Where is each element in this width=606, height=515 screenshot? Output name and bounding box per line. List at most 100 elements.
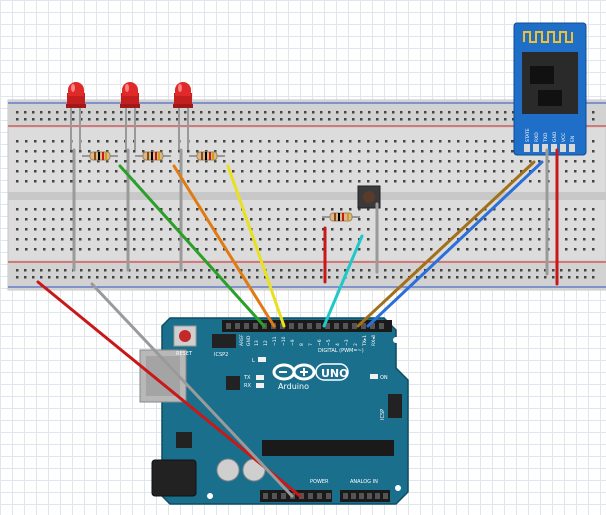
breadboard-hole xyxy=(64,118,67,121)
reset-button[interactable] xyxy=(179,330,191,342)
breadboard-hole xyxy=(56,269,59,272)
breadboard-hole xyxy=(115,180,118,183)
digital-pin-label: 2 xyxy=(353,343,359,346)
breadboard-hole xyxy=(169,248,172,251)
breadboard-hole xyxy=(536,269,539,272)
breadboard-hole xyxy=(64,276,67,279)
breadboard-hole xyxy=(72,111,75,114)
breadboard-hole xyxy=(48,111,51,114)
breadboard-hole xyxy=(385,218,388,221)
breadboard-hole xyxy=(268,218,271,221)
breadboard-hole xyxy=(160,150,163,153)
breadboard-hole xyxy=(352,111,355,114)
tx-label: TX xyxy=(243,375,251,381)
breadboard-hole xyxy=(64,111,67,114)
digital-pin-label: ~11 xyxy=(272,336,278,346)
resistor xyxy=(82,151,118,161)
breadboard-hole xyxy=(466,170,469,173)
breadboard-hole xyxy=(142,208,145,211)
bt-pin-label: VCC xyxy=(561,133,567,142)
icsp-header xyxy=(388,394,402,418)
breadboard-hole xyxy=(502,238,505,241)
breadboard-hole xyxy=(448,150,451,153)
breadboard-hole xyxy=(224,111,227,114)
breadboard-hole xyxy=(529,238,532,241)
breadboard-hole xyxy=(367,208,370,211)
breadboard-hole xyxy=(502,160,505,163)
breadboard-hole xyxy=(250,238,253,241)
breadboard-hole xyxy=(412,140,415,143)
breadboard-hole xyxy=(484,228,487,231)
breadboard-hole xyxy=(16,218,19,221)
breadboard-hole xyxy=(520,228,523,231)
breadboard-hole xyxy=(313,228,316,231)
breadboard-hole xyxy=(32,111,35,114)
breadboard-hole xyxy=(52,208,55,211)
breadboard-hole xyxy=(328,269,331,272)
breadboard-hole xyxy=(112,118,115,121)
breadboard-hole xyxy=(97,160,100,163)
breadboard-hole xyxy=(72,118,75,121)
breadboard-hole xyxy=(208,118,211,121)
breadboard-hole xyxy=(160,140,163,143)
breadboard-hole xyxy=(32,269,35,272)
breadboard-hole xyxy=(592,276,595,279)
breadboard-hole xyxy=(416,111,419,114)
breadboard-hole xyxy=(496,269,499,272)
breadboard-hole xyxy=(32,118,35,121)
breadboard-hole xyxy=(592,140,595,143)
breadboard-hole xyxy=(104,276,107,279)
icsp-label: ICSP xyxy=(380,409,386,420)
breadboard-hole xyxy=(336,118,339,121)
breadboard-hole xyxy=(295,180,298,183)
breadboard-hole xyxy=(259,208,262,211)
breadboard-hole xyxy=(385,160,388,163)
breadboard-hole xyxy=(286,248,289,251)
breadboard-hole xyxy=(196,140,199,143)
breadboard-hole xyxy=(512,269,515,272)
breadboard-hole xyxy=(232,150,235,153)
breadboard-hole xyxy=(358,208,361,211)
breadboard-hole xyxy=(241,140,244,143)
breadboard-hole xyxy=(403,238,406,241)
breadboard-hole xyxy=(79,238,82,241)
breadboard-hole xyxy=(511,170,514,173)
breadboard-hole xyxy=(403,160,406,163)
bt-pin-pad xyxy=(560,144,566,152)
breadboard-hole xyxy=(336,269,339,272)
breadboard-hole xyxy=(259,140,262,143)
breadboard-hole xyxy=(394,218,397,221)
breadboard-hole xyxy=(475,228,478,231)
breadboard-hole xyxy=(568,269,571,272)
breadboard-hole xyxy=(448,218,451,221)
breadboard-hole xyxy=(340,180,343,183)
breadboard-hole xyxy=(205,160,208,163)
breadboard-hole xyxy=(448,111,451,114)
breadboard-hole xyxy=(304,218,307,221)
breadboard-hole xyxy=(392,111,395,114)
breadboard-hole xyxy=(88,111,91,114)
breadboard-hole xyxy=(538,228,541,231)
breadboard-hole xyxy=(241,238,244,241)
breadboard-hole xyxy=(178,248,181,251)
breadboard-hole xyxy=(368,111,371,114)
breadboard-hole xyxy=(268,238,271,241)
breadboard-hole xyxy=(142,238,145,241)
breadboard-hole xyxy=(214,208,217,211)
push-button[interactable] xyxy=(357,185,381,209)
breadboard-hole xyxy=(268,248,271,251)
breadboard-hole xyxy=(358,150,361,153)
breadboard-hole xyxy=(592,269,595,272)
breadboard-hole xyxy=(34,248,37,251)
breadboard-hole xyxy=(502,218,505,221)
breadboard-hole xyxy=(412,160,415,163)
analog-label: ANALOG IN xyxy=(350,479,378,485)
breadboard-hole xyxy=(208,276,211,279)
pin-socket xyxy=(253,323,258,329)
breadboard-hole xyxy=(480,118,483,121)
breadboard-hole xyxy=(376,180,379,183)
breadboard-hole xyxy=(520,276,523,279)
breadboard-hole xyxy=(61,218,64,221)
breadboard-hole xyxy=(295,228,298,231)
